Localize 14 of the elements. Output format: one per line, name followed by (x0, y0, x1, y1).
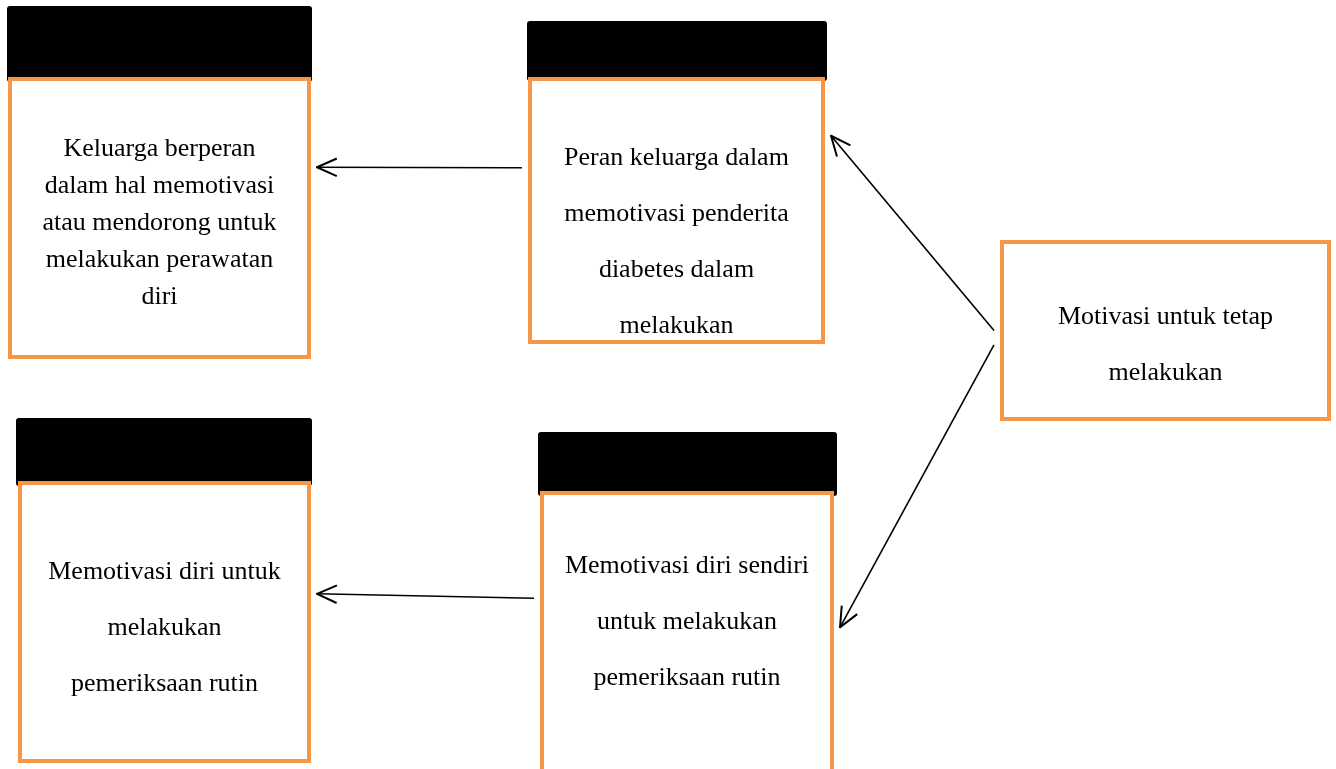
box-text: Keluarga berperan dalam hal memotivasi atau mendorong untuk melakukan perawatan diri (41, 132, 278, 312)
arrow (316, 584, 535, 604)
text-box (540, 491, 834, 769)
text-box (1000, 240, 1331, 421)
text-box (8, 77, 311, 359)
arrow (316, 157, 523, 178)
box-text: Memotivasi diri sendiri untuk melakukan pemeriksaan rutin (563, 549, 811, 693)
box-text: Peran keluarga dalam memotivasi penderita diabetes dalam melakukan (563, 141, 790, 341)
box-text: Memotivasi diri untuk melakukan pemeriksaan rutin (47, 555, 282, 699)
arrow (830, 134, 995, 332)
box-text: Motivasi untuk tetap melakukan (1056, 300, 1275, 388)
arrow (839, 344, 995, 629)
text-box (528, 77, 825, 344)
text-box (18, 481, 311, 763)
